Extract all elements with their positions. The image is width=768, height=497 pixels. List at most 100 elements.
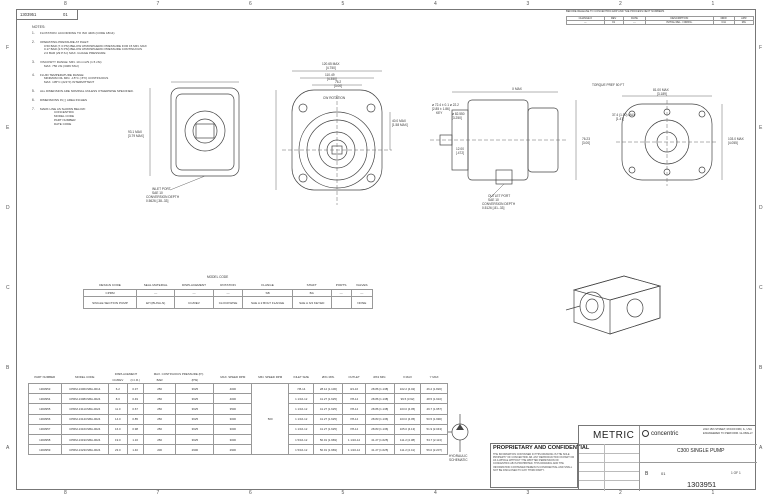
- parts-cell: 50.01 [1.969]: [313, 433, 344, 446]
- parts-cell: 28.83 [1.136]: [364, 423, 395, 435]
- parts-cell: 2900: [175, 444, 215, 456]
- parts-cell: 4000: [213, 382, 253, 395]
- parts-cell: 7/8-14: [342, 393, 366, 405]
- zone-column-label: 2: [619, 1, 622, 7]
- parts-cell: 1303955: [28, 403, 62, 415]
- revision-cell: ---: [622, 20, 647, 25]
- zone-row-label: E: [759, 125, 763, 131]
- model-code-value-cell: CC/REV: [174, 296, 214, 309]
- parts-cell: 51.9 [2.043]: [420, 423, 448, 435]
- zone-column-label: 8: [64, 490, 67, 496]
- note-number: 2.: [32, 39, 35, 44]
- dimension-label: [3.250]: [452, 116, 462, 120]
- note-line: OPERATING PRESSURE AT INLET:: [40, 39, 89, 44]
- note-line: MINIMUM OIL MIN. -15°C (-5°F) CONTINUOUS: [44, 76, 109, 81]
- model-code-value-cell: SINGLE SECTION PUMP: [82, 296, 138, 309]
- zone-row-label: C: [759, 285, 763, 291]
- parts-cell: 1.40: [126, 444, 144, 456]
- parts-cell: 6.2: [108, 382, 128, 395]
- parts-cell: 1303953: [28, 382, 62, 395]
- parts-cell: 7/8-14: [342, 413, 366, 425]
- parts-cell: 23.0: [108, 444, 128, 456]
- dimension-label: KEY: [436, 111, 443, 115]
- schematic-label-1: HYDRAULIC: [449, 454, 468, 458]
- zone-row-label: B: [6, 365, 10, 371]
- zone-row-label: D: [759, 205, 763, 211]
- parts-cell: 250: [142, 433, 177, 446]
- zone-column-label: 7: [156, 490, 160, 496]
- dimension-label: [4.750]: [326, 66, 336, 70]
- parts-cell: 0.98: [126, 423, 144, 435]
- parts-cell: 1 1/16-12: [288, 393, 315, 405]
- company-address-2: ENGINEERED TO PERFORM. GLOBALLY: [703, 432, 753, 435]
- parts-cell: 111.2 [4.38]: [393, 433, 422, 446]
- dimension-label: 103.0 MAX: [728, 137, 744, 141]
- parts-header-cell: MIN. SPEED RPM: [258, 375, 283, 379]
- inlet-port-line-4: 0.5626 [.38-.33]: [146, 199, 169, 203]
- sheet-size: B: [645, 471, 649, 477]
- note-number: 1.: [32, 31, 35, 35]
- note-line: MAX. 750 cSt (3469 SSU): [44, 63, 79, 68]
- parts-cell: 103.0 [4.05]: [393, 403, 422, 415]
- parts-header-cell: MAX. SPEED RPM: [220, 375, 246, 379]
- zone-row-label: A: [759, 445, 763, 451]
- inlet-port-line-3: CONVERSION DEPTH: [146, 195, 180, 199]
- parts-cell: 41.27 [1.625]: [313, 393, 344, 405]
- note-line: 2.0 BAR (29 P.S.I) MAX. GUAGE PRESSURE: [44, 51, 106, 56]
- model-code-header-cell: SHAFT: [306, 283, 317, 287]
- revision-cell: MG: [733, 20, 755, 25]
- note-number: 4.: [32, 72, 35, 77]
- model-code-key-cell: —: [350, 289, 374, 297]
- parts-cell: 1 5/16-12: [288, 444, 315, 456]
- outlet-port-line-4: 0.5126 [.81-.33]: [482, 206, 505, 210]
- note-line: FLOTATION: ACCORDING TO ISO 4406 (CODE 1…: [40, 31, 115, 35]
- model-code-key-cell: —: [212, 289, 244, 297]
- parts-cell: CPRM-1316CSBA-0024: [60, 423, 110, 435]
- parts-subheader-cell: CC/REV: [112, 378, 124, 382]
- parts-cell: 16.0: [108, 423, 128, 435]
- parts-cell: 46.2 [1.820]: [420, 382, 448, 395]
- parts-header-cell: MAX. CONTINUOUS PRESSURE (P¹): [153, 372, 204, 376]
- parts-cell: 11.0: [108, 403, 128, 415]
- note-line: MAX. 105°C (221°F) INTERMITTENT: [44, 80, 95, 85]
- model-code-header-cell: FLANGE: [261, 283, 274, 287]
- dimension-label: [3.00]: [334, 84, 342, 88]
- parts-cell: 1 1/16-12: [288, 423, 315, 435]
- parts-cell: 3625: [175, 413, 215, 425]
- dimension-label: [3.189]: [657, 92, 667, 96]
- schematic-label-2: SCHEMATIC: [449, 458, 468, 462]
- parts-cell: 28.86 [1.138]: [364, 393, 395, 405]
- parts-cell: 3625: [175, 382, 215, 395]
- header-revision: 01: [63, 12, 68, 17]
- parts-cell: 200: [142, 444, 177, 456]
- proprietary-text: THE INFORMATION CONTAINED IN THIS DRAWIN…: [493, 453, 575, 472]
- parts-cell: 2900: [213, 444, 253, 456]
- model-code-value-cell: EH (BUNA-N): [136, 296, 176, 309]
- parts-cell: 250: [142, 403, 177, 415]
- inlet-port-line-1: INLET PORT: [152, 187, 171, 191]
- hydraulic-schematic: [448, 414, 469, 452]
- parts-cell: 3000: [213, 413, 253, 425]
- parts-cell: 8.0: [108, 393, 128, 405]
- parts-cell: 0.67: [126, 403, 144, 415]
- parts-header-cell: PART NUMBER: [34, 375, 56, 379]
- dimension-label: 93.1 MAX: [128, 130, 142, 134]
- company-logo-icon: [642, 430, 649, 437]
- parts-cell: 41.27 [1.625]: [313, 423, 344, 435]
- parts-cell: CPRM-1323CSBA-0024: [60, 444, 110, 456]
- outlet-port-line-2: SAE 10: [488, 198, 499, 202]
- model-code-header-cell: SEAL MATERIAL: [143, 283, 168, 287]
- parts-cell: 500: [251, 382, 290, 456]
- parts-cell: 103.0 [4.05]: [393, 413, 422, 425]
- zone-column-label: 5: [341, 1, 345, 7]
- parts-subheader-cell: BAR: [156, 378, 163, 382]
- model-code-key-cell: —: [330, 289, 352, 297]
- rear-view: [616, 95, 723, 186]
- parts-cell: 41.27 [1.625]: [364, 433, 395, 446]
